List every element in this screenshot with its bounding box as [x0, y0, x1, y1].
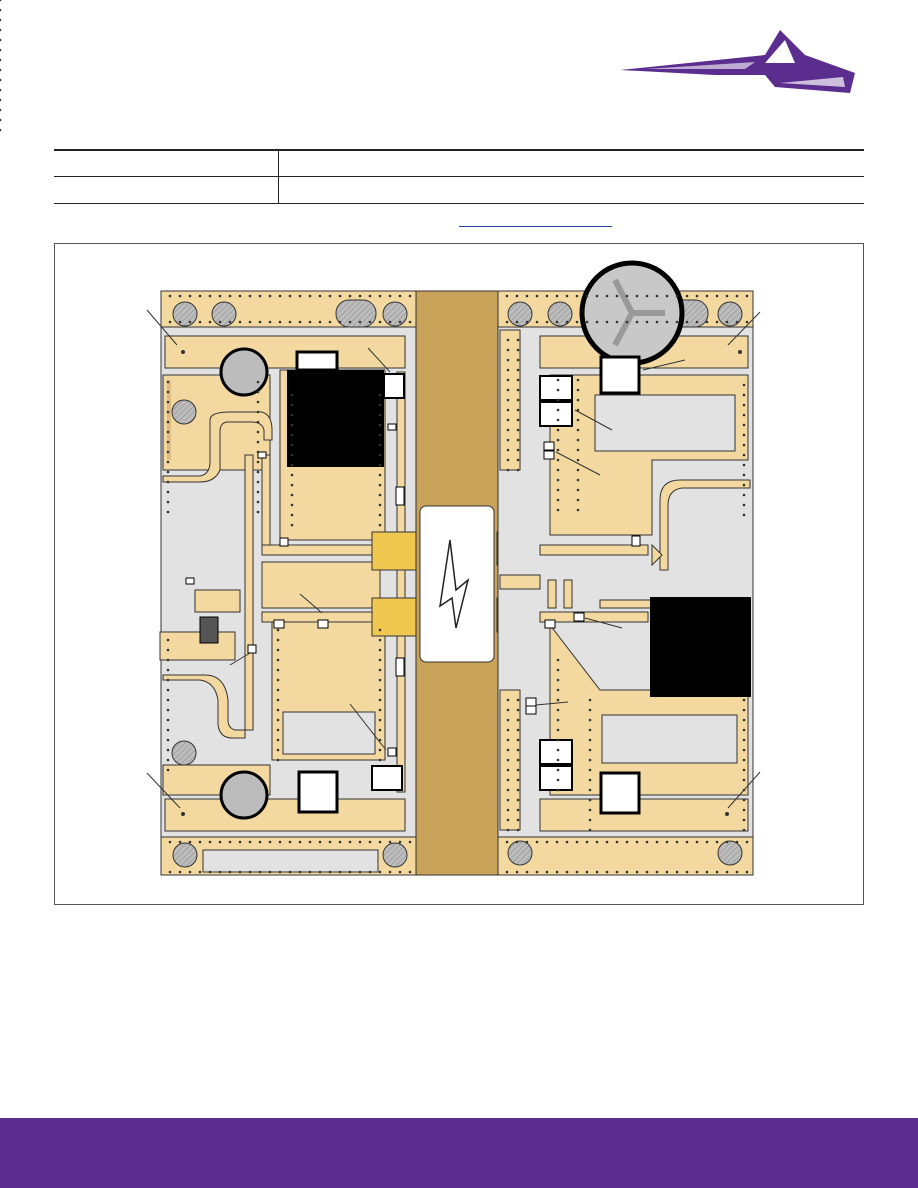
diagram-frame [54, 243, 864, 905]
via-holes [0, 0, 749, 874]
left-board [146, 290, 418, 876]
table-top-rule [54, 149, 864, 151]
table-bottom-rule [54, 203, 864, 204]
document-link[interactable] [459, 226, 612, 227]
brand-logo-icon [620, 30, 855, 93]
table-column-divider [278, 150, 279, 203]
footer-bar [0, 1118, 918, 1188]
right-board [497, 260, 761, 876]
table-mid-rule [54, 176, 864, 177]
